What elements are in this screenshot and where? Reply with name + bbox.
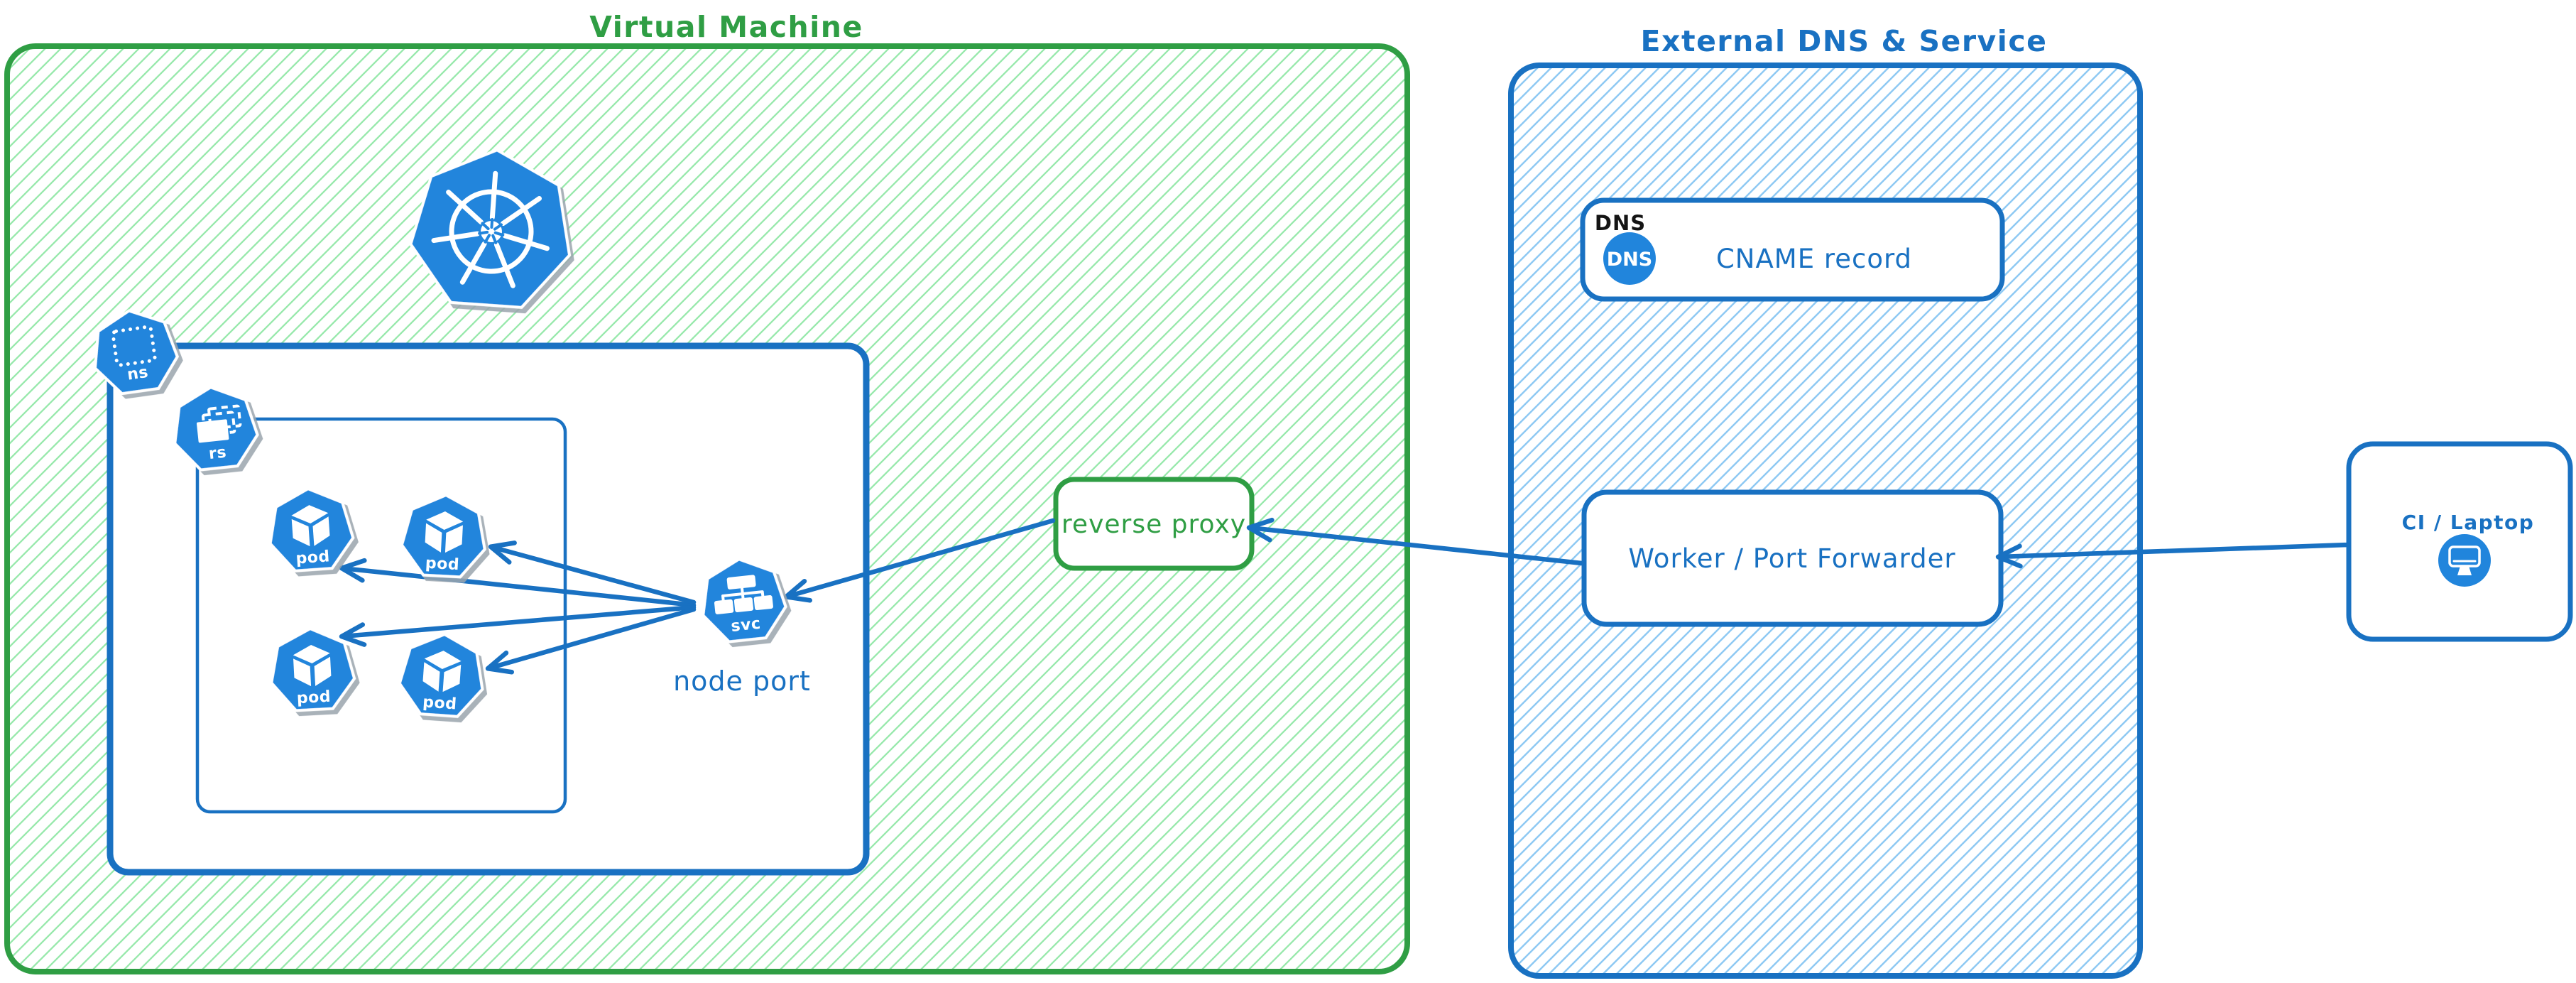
arrow-service-to-pod-2 bbox=[488, 541, 697, 605]
pod-icon-label: pod bbox=[296, 688, 331, 707]
replicaset-icon: rs bbox=[168, 381, 262, 474]
dns-corner-label: DNS bbox=[1595, 211, 1646, 235]
pod-icon: pod bbox=[400, 493, 488, 578]
worker-card: Worker / Port Forwarder bbox=[1581, 489, 2004, 627]
service-icon: svc bbox=[696, 553, 790, 646]
monitor-icon bbox=[2438, 534, 2491, 587]
service-icon-label: svc bbox=[730, 615, 761, 636]
kubernetes-icon bbox=[405, 143, 578, 313]
dns-card-box bbox=[1580, 197, 2005, 302]
arrow-reverse-proxy-to-node-port bbox=[783, 518, 1056, 603]
reverse-proxy-label: reverse proxy bbox=[1061, 510, 1246, 539]
dns-card: DNS DNS CNAME record bbox=[1580, 197, 2005, 302]
pod-icon: pod bbox=[395, 630, 488, 720]
pod-icon: pod bbox=[268, 626, 356, 712]
dns-badge-icon: DNS bbox=[1603, 232, 1656, 285]
replicaset-icon-label: rs bbox=[208, 444, 227, 463]
node-port-caption: node port bbox=[673, 666, 811, 697]
pod-icon: pod bbox=[265, 484, 357, 575]
ci-card: CI / Laptop bbox=[2346, 441, 2573, 642]
vm-group-title: Virtual Machine bbox=[589, 10, 863, 44]
arrow-worker-to-reverse-proxy bbox=[1246, 517, 1585, 566]
cname-record-label: CNAME record bbox=[1716, 244, 1912, 274]
external-group-title: External DNS & Service bbox=[1641, 24, 2048, 58]
arrow-service-to-pod-3 bbox=[339, 604, 697, 647]
dns-badge-label: DNS bbox=[1607, 249, 1652, 271]
replicaset-box bbox=[195, 417, 567, 814]
pod-icon-label: pod bbox=[422, 693, 458, 713]
arrow-service-to-pod-4 bbox=[485, 607, 697, 675]
pod-icon-label: pod bbox=[425, 555, 459, 574]
worker-label: Worker / Port Forwarder bbox=[1628, 543, 1955, 574]
namespace-icon: ns bbox=[86, 303, 183, 398]
arrow-ci-to-worker bbox=[1995, 542, 2352, 569]
arrow-service-to-pod-1 bbox=[339, 558, 697, 608]
pod-icon-label: pod bbox=[295, 548, 331, 567]
namespace-icon-label: ns bbox=[126, 364, 150, 384]
ci-label: CI / Laptop bbox=[2402, 511, 2535, 534]
